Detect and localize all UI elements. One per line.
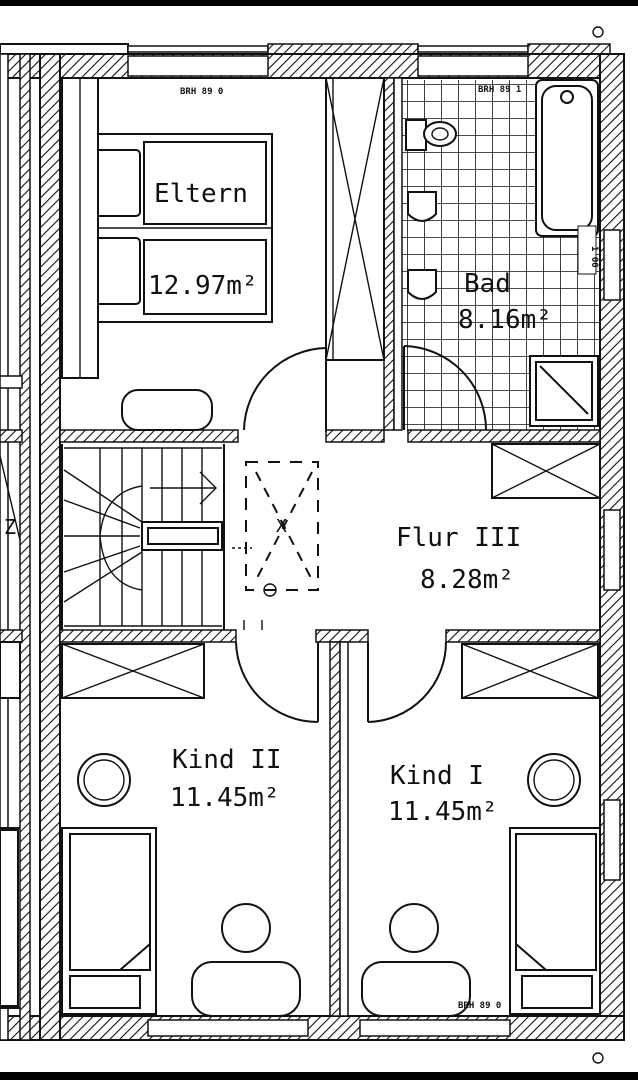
walls xyxy=(0,43,625,1041)
eltern-name: Eltern xyxy=(154,179,248,209)
kind2-furniture xyxy=(61,643,301,1017)
corner-marker-top xyxy=(592,26,604,38)
bad-fixtures xyxy=(403,79,599,431)
flur-area: 8.28m² xyxy=(420,565,514,595)
eltern-area: 12.97m² xyxy=(148,271,258,301)
neighbour-fragments xyxy=(0,455,21,1007)
brh-label-side: 1 00 xyxy=(589,246,599,268)
flur-elements: X xyxy=(232,347,601,723)
eltern-furniture xyxy=(61,77,385,431)
brh-label-kind1: BRH 89 0 xyxy=(458,1001,501,1011)
svg-text:X: X xyxy=(276,516,287,537)
staircase xyxy=(63,447,223,627)
bad-area: 8.16m² xyxy=(458,305,552,335)
brh-label-eltern: BRH 89 0 xyxy=(180,87,223,97)
brh-label-bad: BRH 89 1 xyxy=(478,85,521,95)
kind2-area: 11.45m² xyxy=(170,783,280,813)
kind2-name: Kind II xyxy=(172,745,282,775)
flur-name: Flur III xyxy=(396,523,521,553)
kind1-area: 11.45m² xyxy=(388,797,498,827)
bad-name: Bad xyxy=(464,269,511,299)
kind1-name: Kind I xyxy=(390,761,484,791)
kind1-furniture xyxy=(361,643,601,1017)
corner-marker-bottom xyxy=(592,1052,604,1064)
neighbour-room-fragment: Z xyxy=(4,515,16,539)
